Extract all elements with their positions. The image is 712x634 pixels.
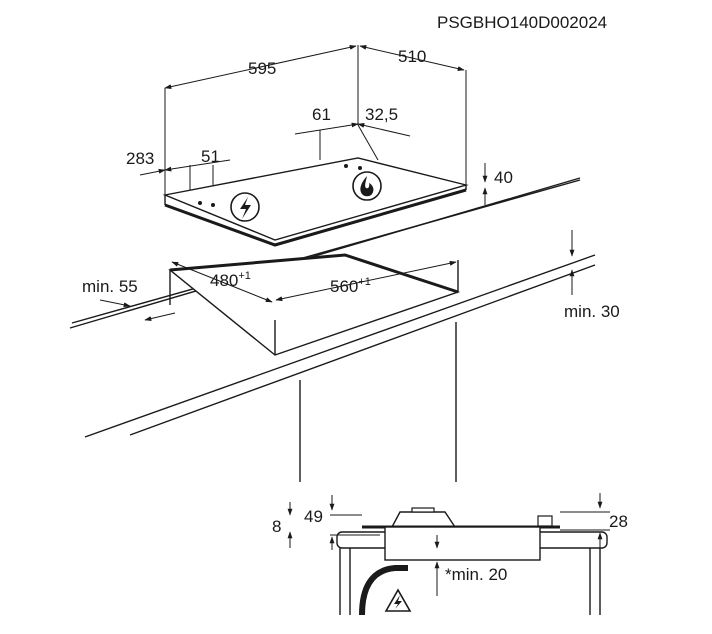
- document-code: PSGBHO140D002024: [437, 13, 607, 32]
- dim-min-55: min. 55: [82, 277, 138, 296]
- dim-min-30: min. 30: [564, 302, 620, 321]
- dim-61: 61: [312, 105, 331, 124]
- dim-51: 51: [201, 147, 220, 166]
- electric-warning-icon: [384, 588, 412, 612]
- dim-28: 28: [609, 512, 628, 531]
- depth-dim-line: [359, 45, 465, 71]
- dim-49: 49: [304, 507, 323, 526]
- dim-32-5: 32,5: [365, 105, 398, 124]
- dim-40: 40: [494, 168, 513, 187]
- width-dim-line: [164, 44, 357, 90]
- lightning-icon: [230, 192, 260, 222]
- dim-8: 8: [272, 517, 281, 536]
- section-view: [287, 493, 610, 616]
- dim-min-20: *min. 20: [445, 565, 507, 584]
- worktop: [69, 177, 596, 482]
- flame-icon: [352, 171, 382, 201]
- hob-top-view: [139, 44, 488, 247]
- dim-480: 480+1: [210, 270, 251, 290]
- dim-510: 510: [398, 47, 426, 66]
- dim-283: 283: [126, 149, 154, 168]
- dim-560: 560+1: [330, 276, 371, 296]
- dim-595: 595: [248, 59, 276, 78]
